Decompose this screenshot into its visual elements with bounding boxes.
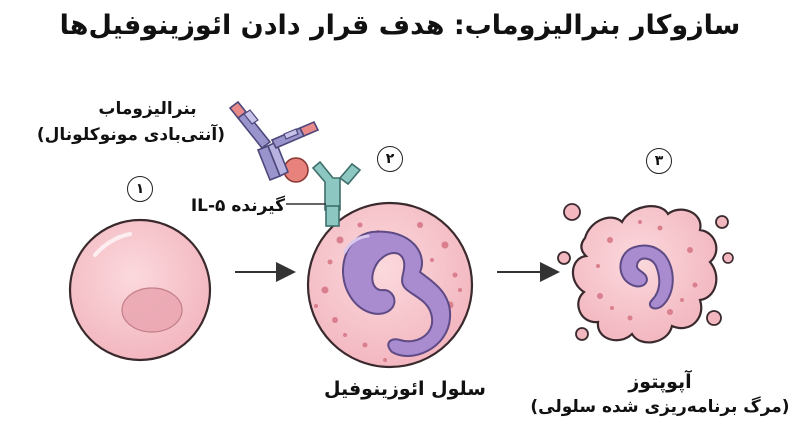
apoptotic-cell	[557, 203, 734, 344]
resting-cell	[68, 218, 212, 362]
il5-receptor	[311, 160, 362, 227]
eosinophil-nucleus	[342, 230, 452, 357]
benralizumab-name: بنرالیزوماب	[98, 99, 197, 119]
benralizumab-desc: (آنتی‌بادی مونوکلونال)	[36, 125, 225, 145]
step-badge-2: ۲	[377, 146, 403, 172]
condensed-nucleus	[619, 244, 674, 310]
benralizumab-label: بنرالیزوماب (آنتی‌بادی مونوکلونال)	[36, 96, 225, 148]
step-badge-1: ۱	[127, 176, 153, 202]
eosinophil-cell	[306, 201, 474, 369]
benralizumab-antibody	[228, 100, 320, 182]
receptor-label: گیرنده IL-۵	[190, 196, 285, 216]
step-badge-3: ۳	[646, 148, 672, 174]
apoptosis-label: آپوپتوز (مرگ برنامه‌ریزی شده سلولی)	[530, 370, 790, 420]
apoptosis-name: آپوپتوز	[628, 371, 692, 393]
diagram-title: سازوکار بنرالیزوماب: هدف قرار دادن ائوزی…	[59, 10, 741, 41]
eosinophil-label: سلول ائوزینوفیل	[324, 378, 486, 400]
apoptosis-desc: (مرگ برنامه‌ریزی شده سلولی)	[530, 397, 790, 417]
